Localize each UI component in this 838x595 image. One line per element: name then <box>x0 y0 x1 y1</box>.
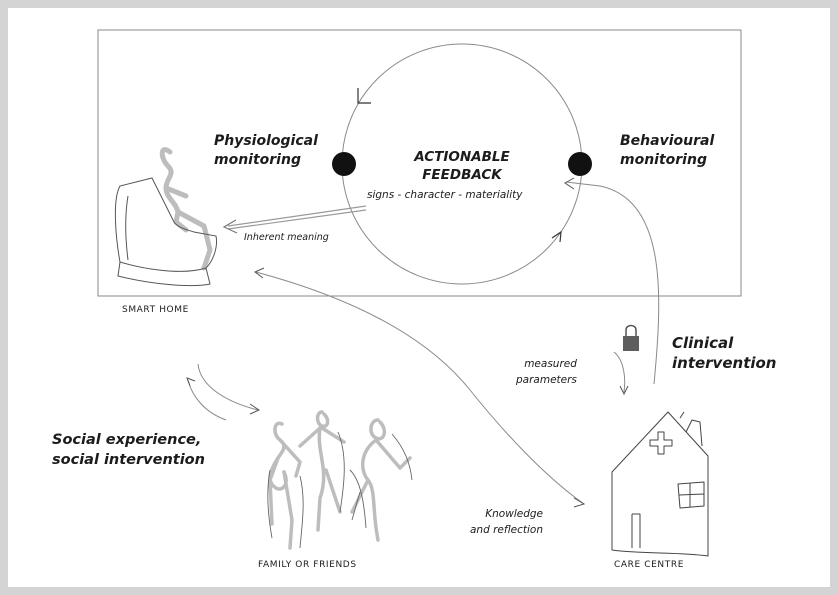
actionable-feedback-title: ACTIONABLE FEEDBACK <box>392 148 532 184</box>
knowledge-arrowhead-top <box>254 267 265 279</box>
clinical-intervention-label: Clinical intervention <box>672 333 777 373</box>
actionable-feedback-line1: ACTIONABLE <box>414 149 510 165</box>
measured-line2: parameters <box>516 374 577 386</box>
care-centre-building <box>611 411 709 557</box>
diagram-canvas <box>8 8 830 587</box>
loop-arrowhead-bottom <box>551 230 562 243</box>
measured-parameters-label: measured parameters <box>516 356 577 388</box>
physiological-line1: Physiological <box>214 133 318 149</box>
social-arrow-outer <box>197 363 259 411</box>
smart-home-boundary <box>97 29 742 297</box>
clinical-line1: Clinical <box>672 334 734 352</box>
care-centre-label: CARE CENTRE <box>614 560 684 570</box>
inherent-meaning-arrow <box>222 205 367 234</box>
clinical-line2: intervention <box>672 354 777 372</box>
behavioural-line1: Behavioural <box>620 133 715 149</box>
measured-line1: measured <box>524 358 577 370</box>
social-line1: Social experience, <box>52 432 202 448</box>
smart-home-label: SMART HOME <box>122 305 189 315</box>
behavioural-line2: monitoring <box>620 152 707 168</box>
behavioural-return-curve <box>565 181 660 385</box>
knowledge-line2: and reflection <box>470 524 543 536</box>
physiological-node <box>332 152 356 176</box>
feedback-subtitle: signs - character - materiality <box>367 189 523 201</box>
behavioural-node <box>568 152 592 176</box>
physiological-monitoring-label: Physiological monitoring <box>214 132 318 170</box>
social-arrow-inner <box>187 379 227 421</box>
knowledge-reflection-curve <box>255 271 585 505</box>
actionable-feedback-line2: FEEDBACK <box>422 167 502 183</box>
social-line2: social intervention <box>52 452 205 468</box>
loop-arrowhead-top <box>357 88 371 104</box>
family-friends-label: FAMILY OR FRIENDS <box>258 560 357 570</box>
chair-outline <box>114 177 217 287</box>
inherent-meaning-label: Inherent meaning <box>244 232 329 243</box>
family-friends-outline <box>267 431 413 549</box>
knowledge-reflection-label: Knowledge and reflection <box>470 506 543 538</box>
padlock-icon <box>623 324 639 351</box>
physiological-line2: monitoring <box>214 152 301 168</box>
behavioural-monitoring-label: Behavioural monitoring <box>620 132 714 170</box>
knowledge-line1: Knowledge <box>485 508 543 520</box>
family-friends-figures <box>268 410 412 550</box>
measured-parameters-arrow <box>613 351 626 393</box>
behavioural-arrowhead <box>564 177 575 190</box>
knowledge-arrowhead-bottom <box>573 497 586 508</box>
person-in-chair-figure <box>159 147 213 271</box>
social-experience-label: Social experience, social intervention <box>52 430 205 470</box>
